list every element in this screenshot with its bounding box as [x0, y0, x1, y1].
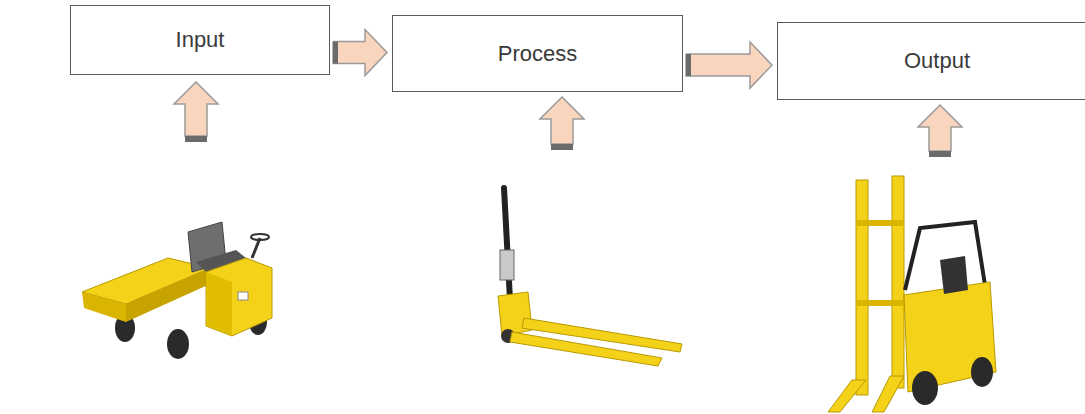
- headlight: [238, 292, 248, 300]
- wheel: [167, 329, 189, 359]
- seat: [940, 256, 968, 294]
- arrow-base: [929, 151, 951, 157]
- up-arrow: [174, 82, 218, 142]
- pallet-jack: [498, 188, 682, 366]
- box-label: Input: [176, 27, 225, 52]
- fork: [510, 332, 662, 366]
- arrow-base: [551, 144, 573, 150]
- flow-arrow: [686, 42, 772, 88]
- flow-arrow: [333, 30, 387, 76]
- wheel: [912, 371, 938, 405]
- handle: [504, 188, 510, 300]
- mast-crossbar: [856, 300, 904, 306]
- arrow-base: [185, 136, 207, 142]
- box-label: Output: [904, 48, 970, 73]
- front-side: [206, 272, 232, 336]
- mast-rail: [856, 180, 868, 395]
- hydraulic-pump: [500, 250, 514, 280]
- process-box: Output: [777, 22, 1085, 100]
- front-body: [206, 258, 272, 336]
- process-box: Process: [392, 15, 683, 92]
- process-box: Input: [70, 5, 330, 75]
- arrow-tail: [333, 42, 338, 64]
- up-arrow: [918, 105, 962, 157]
- forklift: [828, 176, 996, 412]
- up-arrow-shape: [174, 82, 218, 136]
- deck-front: [126, 268, 210, 322]
- platform-truck: [82, 222, 272, 359]
- fork: [872, 376, 904, 412]
- fork: [828, 380, 866, 412]
- mast-crossbar: [856, 220, 904, 226]
- steering-wheel: [251, 234, 269, 240]
- up-arrow-shape: [540, 97, 584, 144]
- wheel: [971, 357, 993, 387]
- jack-body: [498, 292, 532, 336]
- up-arrow-shape: [918, 105, 962, 151]
- deck-side: [82, 292, 126, 322]
- box-label: Process: [498, 41, 577, 66]
- arrow-tail: [686, 54, 691, 76]
- up-arrow: [540, 97, 584, 150]
- steering-column: [252, 238, 260, 258]
- mast-rail: [892, 176, 904, 388]
